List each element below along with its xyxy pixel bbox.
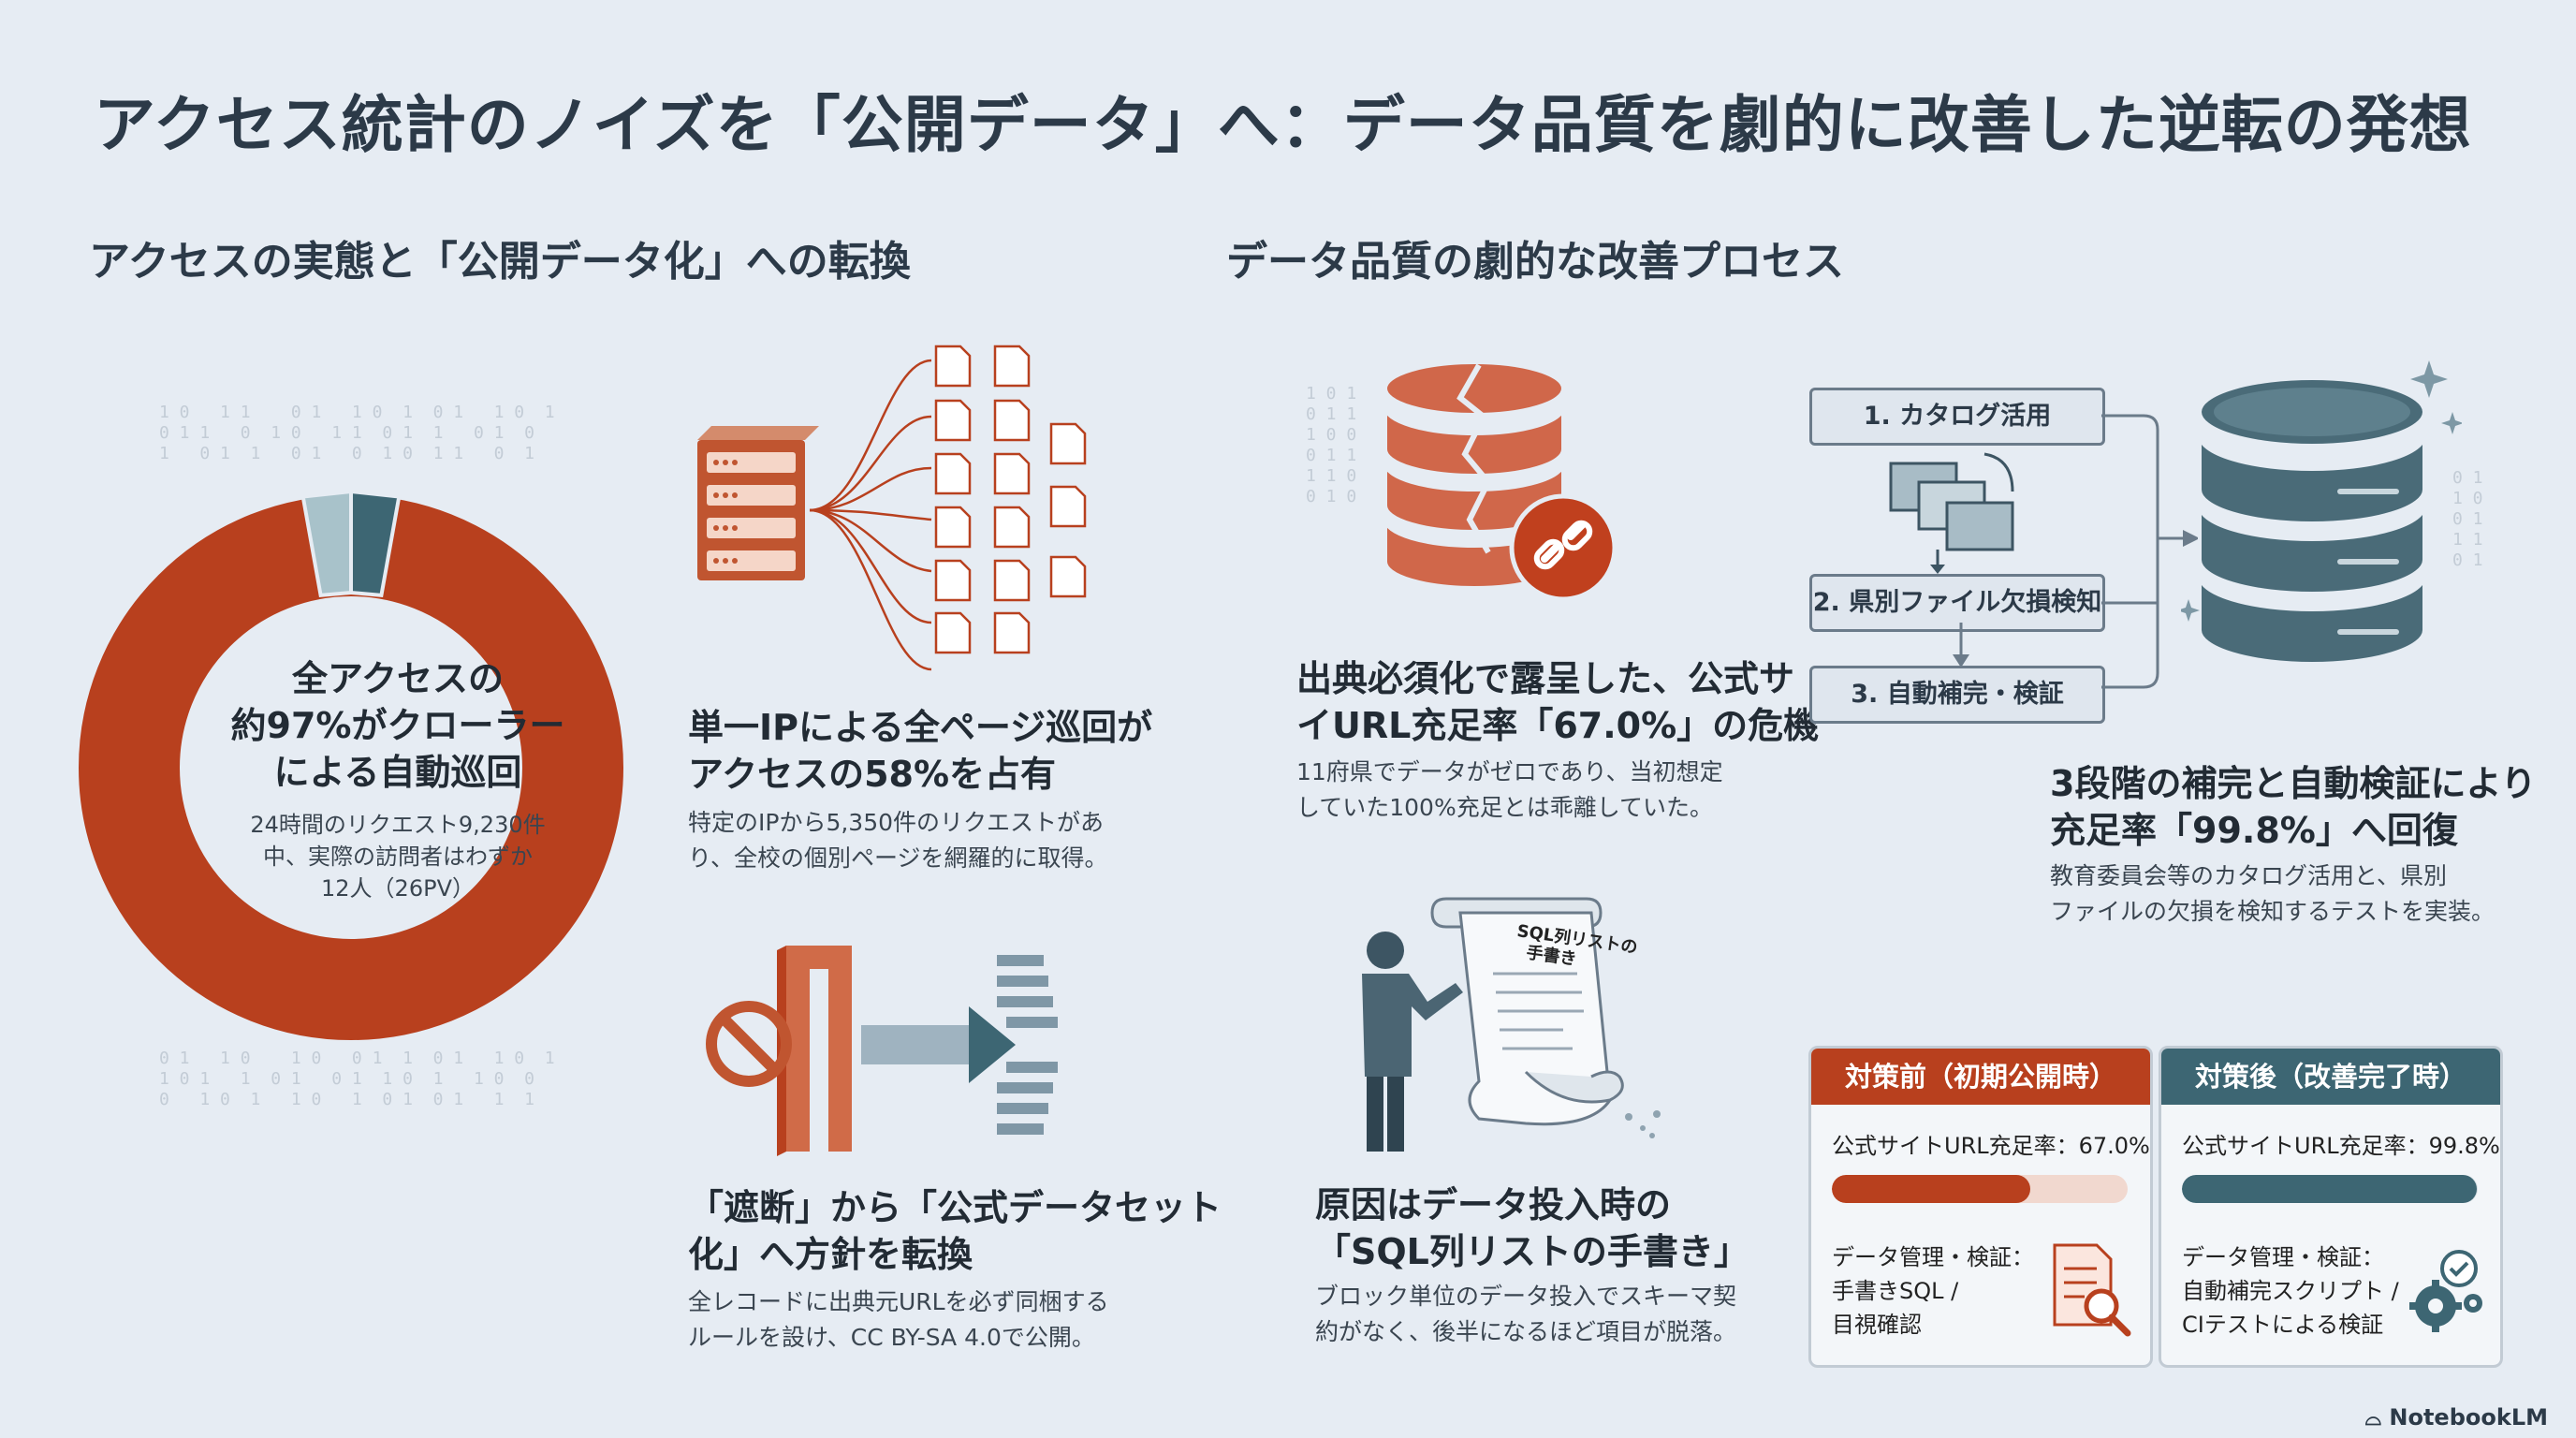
sql-scroll-illustration: SQL列リストの 手書き xyxy=(1362,897,1661,1152)
right-section-heading: データ品質の劇的な改善プロセス xyxy=(1226,238,1844,286)
data-arrow-icon xyxy=(861,1006,1016,1083)
after-method-line1: データ管理・検証： xyxy=(2182,1244,2384,1270)
before-method-line1: データ管理・検証： xyxy=(1832,1244,2034,1270)
crisis-body-line2: していた100%充足とは乖離していた。 xyxy=(1296,794,1713,821)
notebooklm-logo: ⌓ NotebookLM xyxy=(2365,1404,2548,1431)
cause-body-line1: ブロック単位のデータ投入でスキーマ契 xyxy=(1315,1283,1737,1310)
after-card-header: 対策後（改善完了時） xyxy=(2161,1049,2500,1105)
donut-center-text: 全アクセスの 約97%がクローラー による自動巡回 24時間のリクエスト9,23… xyxy=(197,655,599,904)
point1-title-line2: アクセスの58%を占有 xyxy=(688,754,1057,795)
point2-body-line2: ルールを設け、CC BY-SA 4.0で公開。 xyxy=(688,1324,1095,1351)
after-method-line3: CIテストによる検証 xyxy=(2182,1312,2384,1338)
result-title-line1: 3段階の補完と自動検証により xyxy=(2050,763,2537,804)
result-title-line2: 充足率「99.8%」へ回復 xyxy=(2050,810,2458,851)
before-method-line2: 手書きSQL / xyxy=(1832,1278,1959,1304)
point1-body: 特定のIPから5,350件のリクエストがあ り、全校の個別ページを網羅的に取得。 xyxy=(688,805,1108,876)
point2-title-line1: 「遮断」から「公式データセット xyxy=(688,1187,1222,1228)
donut-headline-1: 全アクセスの xyxy=(291,658,505,699)
point2-title: 「遮断」から「公式データセット 化」へ方針を転換 xyxy=(688,1184,1222,1278)
server-icon xyxy=(697,426,819,580)
point1-title-line1: 単一IPによる全ページ巡回が xyxy=(688,707,1153,748)
after-card: 対策後（改善完了時） 公式サイトURL充足率：99.8% データ管理・検証： 自… xyxy=(2159,1046,2503,1368)
step-catalog: 1. カタログ活用 xyxy=(1809,388,2105,446)
crisis-title: 出典必須化で露呈した、公式サ イURL充足率「67.0%」の危機 xyxy=(1296,655,1819,749)
cause-title: 原因はデータ投入時の 「SQL列リストの手書き」 xyxy=(1315,1181,1749,1275)
after-rate-label: 公式サイトURL充足率：99.8% xyxy=(2182,1133,2500,1159)
server-crawl-illustration xyxy=(697,345,1087,671)
point1-body-line1: 特定のIPから5,350件のリクエストがあ xyxy=(688,809,1105,836)
binary-decoration-db-right: 0 1 1 0 0 1 1 1 0 1 xyxy=(2452,468,2483,570)
result-title: 3段階の補完と自動検証により 充足率「99.8%」へ回復 xyxy=(2050,760,2537,854)
binary-decoration-db: 1 0 1 0 1 1 1 0 0 0 1 1 1 1 0 0 1 0 xyxy=(1306,384,1357,506)
catalog-windows-icon xyxy=(1889,452,2014,574)
broken-database-illustration xyxy=(1383,360,1617,602)
donut-detail-1: 24時間のリクエスト9,230件 xyxy=(250,812,546,838)
after-rate-fill xyxy=(2182,1175,2478,1203)
before-card-header: 対策前（初期公開時） xyxy=(1811,1049,2150,1105)
page-title: アクセス統計のノイズを「公開データ」へ：データ品質を劇的に改善した逆転の発想 xyxy=(94,89,2472,161)
point2-body: 全レコードに出典元URLを必ず同梱する ルールを設け、CC BY-SA 4.0で… xyxy=(688,1284,1109,1356)
donut-headline-3: による自動巡回 xyxy=(273,752,522,793)
person-icon xyxy=(1362,932,1463,1152)
after-rate-bar xyxy=(2182,1175,2478,1203)
document-search-icon xyxy=(2053,1243,2131,1337)
before-card: 対策前（初期公開時） 公式サイトURL充足率：67.0% データ管理・検証： 手… xyxy=(1808,1046,2153,1368)
policy-shift-illustration xyxy=(706,946,1058,1156)
point2-title-line2: 化」へ方針を転換 xyxy=(688,1234,973,1275)
gear-check-icon xyxy=(2409,1250,2482,1332)
crisis-title-line1: 出典必須化で露呈した、公式サ xyxy=(1296,658,1795,699)
cause-body: ブロック単位のデータ投入でスキーマ契 約がなく、後半になるほど項目が脱落。 xyxy=(1315,1279,1736,1350)
donut-headline-2: 約97%がクローラー xyxy=(230,705,565,746)
before-rate-bar xyxy=(1832,1175,2128,1203)
crawl-lines xyxy=(809,359,932,671)
prohibited-icon xyxy=(706,1001,792,1087)
sparkle-icons xyxy=(2181,360,2462,622)
cause-title-line1: 原因はデータ投入時の xyxy=(1315,1184,1672,1225)
after-method: データ管理・検証： 自動補完スクリプト / CIテストによる検証 xyxy=(2182,1240,2399,1342)
healthy-database-illustration xyxy=(2181,360,2462,666)
point2-body-line1: 全レコードに出典元URLを必ず同梱する xyxy=(688,1288,1109,1315)
step-arrow-down-icon xyxy=(1953,623,1969,668)
step-missing-detection: 2. 県別ファイル欠損検知 xyxy=(1809,574,2105,632)
donut-other-segment xyxy=(349,492,402,598)
donut-detail-3: 12人（26PV） xyxy=(321,875,475,902)
broken-link-icon xyxy=(1509,493,1617,602)
result-body-line2: ファイルの欠損を検知するテストを実装。 xyxy=(2050,898,2496,925)
result-body-line1: 教育委員会等のカタログ活用と、県別 xyxy=(2050,862,2448,889)
point1-title: 単一IPによる全ページ巡回が アクセスの58%を占有 xyxy=(688,704,1152,798)
after-method-line2: 自動補完スクリプト / xyxy=(2182,1278,2399,1304)
scattered-bits xyxy=(1625,1110,1661,1138)
before-method-line3: 目視確認 xyxy=(1832,1312,1922,1338)
scroll-document-icon xyxy=(1430,897,1624,1126)
before-rate-label: 公式サイトURL充足率：67.0% xyxy=(1832,1133,2150,1159)
point1-body-line2: り、全校の個別ページを網羅的に取得。 xyxy=(688,844,1108,872)
step-auto-complete: 3. 自動補完・検証 xyxy=(1809,666,2105,724)
donut-detail-2: 中、実際の訪問者はわずか xyxy=(263,844,533,870)
before-rate-fill xyxy=(1832,1175,2030,1203)
dataset-bars xyxy=(997,955,1058,1135)
crisis-body: 11府県でデータがゼロであり、当初想定 していた100%充足とは乖離していた。 xyxy=(1296,755,1723,826)
cause-title-line2: 「SQL列リストの手書き」 xyxy=(1315,1231,1749,1272)
steps-connector xyxy=(2101,414,2200,689)
crawler-share-donut xyxy=(79,492,623,1040)
notebooklm-label: NotebookLM xyxy=(2389,1404,2548,1431)
binary-decoration-left: 1 0 1 1 0 1 1 0 1 0 1 1 0 1 0 1 1 0 1 0 … xyxy=(159,403,555,463)
result-body: 教育委員会等のカタログ活用と、県別 ファイルの欠損を検知するテストを実装。 xyxy=(2050,858,2495,930)
left-section-heading: アクセスの実態と「公開データ化」への転換 xyxy=(89,238,911,286)
binary-decoration-bottom: 0 1 1 0 1 0 0 1 1 0 1 1 0 1 1 0 1 1 0 1 … xyxy=(159,1049,555,1109)
notebooklm-icon: ⌓ xyxy=(2364,1407,2382,1431)
before-method: データ管理・検証： 手書きSQL / 目視確認 xyxy=(1832,1240,2034,1342)
cause-body-line2: 約がなく、後半になるほど項目が脱落。 xyxy=(1315,1318,1737,1345)
crisis-title-line2: イURL充足率「67.0%」の危機 xyxy=(1296,705,1820,746)
document-icons xyxy=(934,345,1087,654)
crisis-body-line1: 11府県でデータがゼロであり、当初想定 xyxy=(1296,758,1723,785)
